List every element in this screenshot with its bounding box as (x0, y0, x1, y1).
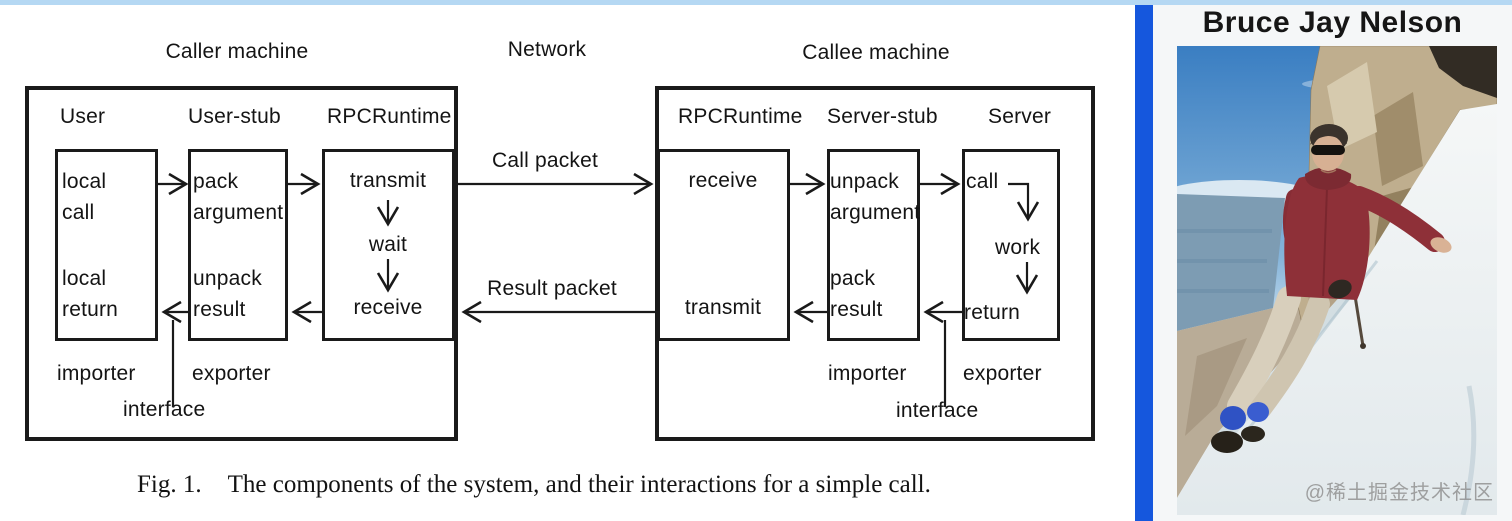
network-label: Network (507, 38, 587, 61)
caller-rpc-receive: receive (353, 296, 423, 319)
photo-illustration (1177, 46, 1497, 515)
callee-importer-label: importer (828, 362, 907, 385)
server-call: call (966, 170, 999, 193)
figure-caption-text: The components of the system, and their … (227, 471, 931, 498)
bruce-nelson-photo: @稀土掘金技术社区 (1177, 46, 1497, 515)
callee-col-stub: Server-stub (827, 105, 938, 128)
caller-exporter-label: exporter (192, 362, 271, 385)
user-box (55, 149, 158, 341)
stub-pack-argument: pack argument (193, 166, 283, 228)
caller-machine-title: Caller machine (165, 40, 309, 63)
bruce-nelson-name: Bruce Jay Nelson (1202, 6, 1463, 39)
figure-caption-number: Fig. 1. (137, 471, 202, 498)
callee-rpc-receive: receive (688, 169, 758, 192)
server-return: return (964, 301, 1021, 324)
stub-pack-line1: pack (193, 170, 239, 193)
callee-exporter-label: exporter (963, 362, 1042, 385)
user-local-call: local call (62, 166, 106, 228)
stub-pack-line2: argument (193, 201, 284, 224)
sstub-pack-result: pack result (830, 263, 883, 325)
user-local-call-line2: call (62, 201, 95, 224)
callee-col-server: Server (988, 105, 1052, 128)
sstub-unpack-line2: argument (830, 201, 921, 224)
caller-rpc-box (322, 149, 455, 341)
caller-machine-box (25, 86, 458, 441)
watermark: @稀土掘金技术社区 (1304, 482, 1494, 504)
user-local-return-line1: local (62, 267, 107, 290)
sstub-unpack-argument: unpack argument (830, 166, 920, 228)
result-packet-label: Result packet (487, 277, 617, 300)
sstub-pack-line2: result (830, 298, 883, 321)
stub-unpack-line1: unpack (193, 267, 262, 290)
user-stub-box (188, 149, 288, 341)
stub-unpack-result: unpack result (193, 263, 262, 325)
blue-divider-bar (1135, 0, 1153, 521)
sstub-unpack-line1: unpack (830, 170, 899, 193)
server-box (962, 149, 1060, 341)
callee-col-rpc: RPCRuntime (678, 105, 803, 128)
callee-rpc-transmit: transmit (684, 296, 762, 319)
callee-machine-title: Callee machine (802, 41, 950, 64)
caller-rpc-wait: wait (368, 233, 408, 256)
stub-unpack-line2: result (193, 298, 246, 321)
call-packet-label: Call packet (491, 149, 599, 172)
caller-rpc-transmit: transmit (349, 169, 427, 192)
caller-col-stub: User-stub (188, 105, 281, 128)
bruce-nelson-card: Bruce Jay Nelson (1153, 0, 1512, 521)
callee-rpc-box (657, 149, 790, 341)
callee-interface-label: interface (896, 399, 979, 422)
user-local-return-line2: return (62, 298, 119, 321)
top-accent-strip (0, 0, 1512, 5)
server-stub-box (827, 149, 920, 341)
caller-interface-label: interface (123, 398, 206, 421)
rpc-figure: Caller machine Network Callee machine Us… (25, 38, 1095, 499)
user-local-return: local return (62, 263, 118, 325)
caller-col-user: User (60, 105, 106, 128)
sstub-pack-line1: pack (830, 267, 876, 290)
caller-importer-label: importer (57, 362, 136, 385)
server-work: work (995, 236, 1041, 259)
user-local-call-line1: local (62, 170, 107, 193)
caller-col-rpc: RPCRuntime (327, 105, 452, 128)
figure-caption: Fig. 1. The components of the system, and… (137, 471, 931, 499)
